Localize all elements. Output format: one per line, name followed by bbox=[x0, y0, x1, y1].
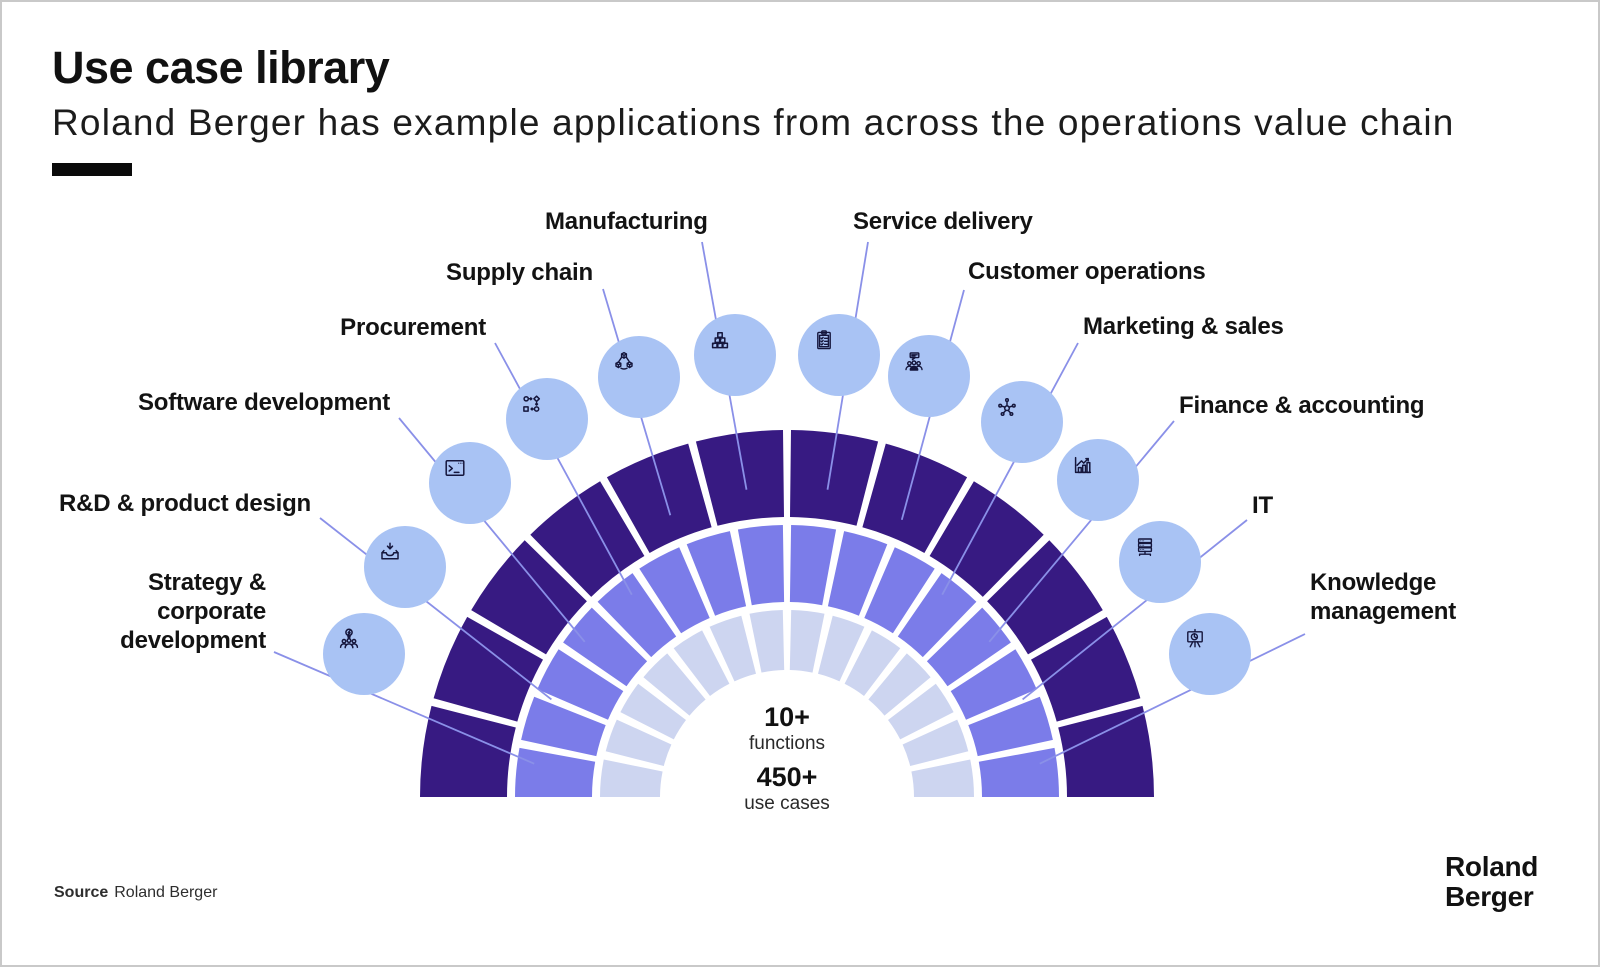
ring-1-segment bbox=[827, 531, 888, 616]
icon-circle-service-delivery bbox=[798, 314, 880, 396]
ring-2-segment bbox=[789, 610, 825, 673]
ring-1-segment bbox=[950, 649, 1037, 720]
ring-1-segment bbox=[521, 696, 606, 757]
ring-2-segment bbox=[818, 615, 865, 682]
ring-2-segment bbox=[605, 719, 672, 766]
ring-1-segment bbox=[686, 531, 747, 616]
ring-0-segment bbox=[929, 481, 1044, 597]
source-line: Source Roland Berger bbox=[54, 884, 217, 902]
ring-0-segment bbox=[420, 705, 516, 797]
ring-1-segment bbox=[537, 649, 624, 720]
ring-0-segment bbox=[530, 481, 645, 597]
usecases-count: 450+ bbox=[756, 762, 818, 792]
function-label-finance-accounting: Finance & accounting bbox=[1179, 392, 1425, 419]
ring-2-segment bbox=[673, 630, 730, 696]
ring-1-segment bbox=[897, 573, 977, 658]
function-label-service-delivery: Service delivery bbox=[853, 208, 1033, 235]
leader-line-strategy-corporate-development bbox=[273, 651, 535, 765]
icon-circle-strategy-corporate-development bbox=[323, 613, 405, 695]
function-label-customer-operations: Customer operations bbox=[968, 258, 1206, 285]
ring-1-segment bbox=[639, 547, 710, 634]
function-label-manufacturing: Manufacturing bbox=[545, 208, 708, 235]
ring-1-segment bbox=[515, 747, 596, 797]
icon-circle-knowledge-management bbox=[1169, 613, 1251, 695]
leader-line-procurement bbox=[494, 342, 633, 596]
leader-line-software-development bbox=[398, 417, 586, 643]
ring-2-segment bbox=[600, 759, 663, 797]
functions-count-label: functions bbox=[748, 733, 826, 754]
ring-0-segment bbox=[987, 540, 1103, 655]
ring-0-segment bbox=[1031, 616, 1141, 722]
center-statistics: 10+ functions 450+ use cases bbox=[662, 702, 912, 822]
leader-line-knowledge-management bbox=[1039, 633, 1306, 765]
ring-1-segment bbox=[926, 607, 1011, 687]
function-label-rnd-product-design: R&D & product design bbox=[59, 490, 311, 517]
ring-1-segment bbox=[563, 607, 648, 687]
function-label-supply-chain: Supply chain bbox=[446, 259, 593, 286]
usecases-count-label: use cases bbox=[744, 793, 830, 814]
ring-2-segment bbox=[902, 719, 969, 766]
leader-line-marketing-sales bbox=[941, 342, 1079, 596]
page-title: Use case library bbox=[52, 42, 390, 93]
function-label-software-development: Software development bbox=[137, 389, 390, 416]
functions-count: 10+ bbox=[764, 702, 810, 732]
ring-1-segment bbox=[737, 525, 785, 606]
ring-2-segment bbox=[643, 653, 706, 716]
title-underline-dash bbox=[52, 163, 132, 176]
icon-circle-it bbox=[1119, 521, 1201, 603]
function-label-it: IT bbox=[1252, 492, 1273, 519]
ring-1-segment bbox=[597, 573, 677, 658]
ring-1-segment bbox=[864, 547, 935, 634]
source-label: Source bbox=[54, 884, 109, 901]
ring-2-segment bbox=[844, 630, 901, 696]
logo-line1: Roland bbox=[1445, 851, 1539, 882]
ring-0-segment bbox=[695, 430, 784, 526]
roland-berger-logo: Roland Berger bbox=[1445, 852, 1538, 912]
ring-0-segment bbox=[606, 443, 712, 553]
ring-2-segment bbox=[709, 615, 756, 682]
page-subtitle: Roland Berger has example applications f… bbox=[52, 102, 1455, 143]
icon-circle-procurement bbox=[506, 378, 588, 460]
ring-2-segment bbox=[620, 683, 686, 740]
function-label-marketing-sales: Marketing & sales bbox=[1083, 313, 1284, 340]
function-icons bbox=[323, 314, 1251, 695]
function-label-knowledge-management: Knowledge management bbox=[1310, 569, 1457, 625]
ring-0-segment bbox=[1058, 705, 1154, 797]
icon-circle-marketing-sales bbox=[981, 381, 1063, 463]
leader-line-finance-accounting bbox=[988, 420, 1175, 643]
arch-rings bbox=[420, 430, 1154, 797]
ring-2-segment bbox=[749, 610, 785, 673]
icon-circle-software-development bbox=[429, 442, 511, 524]
icon-circle-manufacturing bbox=[694, 314, 776, 396]
ring-0-segment bbox=[862, 443, 968, 553]
ring-2-segment bbox=[888, 683, 954, 740]
ring-0-segment bbox=[471, 540, 587, 655]
leader-line-it bbox=[1022, 519, 1248, 701]
ring-1-segment bbox=[978, 747, 1059, 797]
ring-1-segment bbox=[789, 525, 837, 606]
function-label-procurement: Procurement bbox=[340, 314, 486, 341]
function-label-strategy-corporate-development: Strategy & corporate development bbox=[120, 569, 266, 654]
leader-lines bbox=[273, 241, 1306, 765]
ring-2-segment bbox=[911, 759, 974, 797]
ring-2-segment bbox=[868, 653, 931, 716]
icon-circle-customer-operations bbox=[888, 335, 970, 417]
ring-0-segment bbox=[790, 430, 879, 526]
leader-line-rnd-product-design bbox=[319, 517, 552, 701]
icon-circle-rnd-product-design bbox=[364, 526, 446, 608]
source-value: Roland Berger bbox=[114, 884, 218, 901]
ring-0-segment bbox=[433, 616, 543, 722]
ring-1-segment bbox=[968, 696, 1053, 757]
icon-circle-finance-accounting bbox=[1057, 439, 1139, 521]
icon-circle-supply-chain bbox=[598, 336, 680, 418]
logo-line2: Berger bbox=[1445, 881, 1534, 912]
